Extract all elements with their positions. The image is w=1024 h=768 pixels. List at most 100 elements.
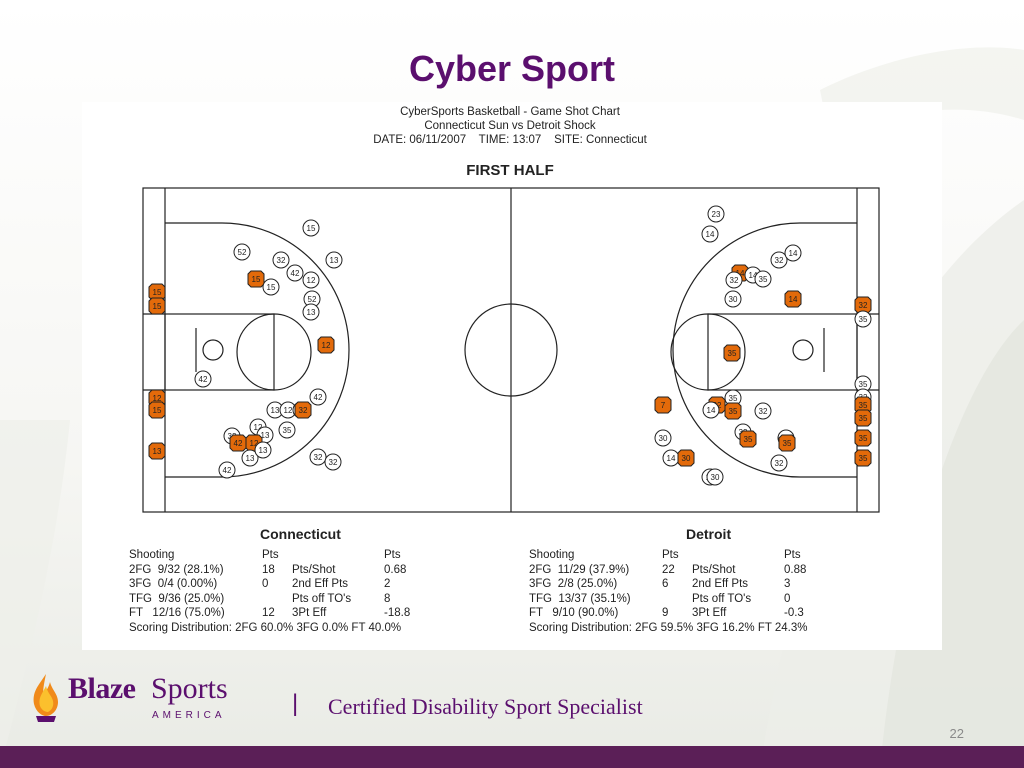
shot-marker-number: 14 [789,249,798,258]
shot-marker-left-12: 12 [317,336,335,354]
shot-marker-right-19: 35 [724,402,742,420]
shot-marker-shape [302,219,320,237]
shot-marker-right-7: 32 [725,271,743,289]
shot-marker-number: 35 [859,414,868,423]
shot-marker-left-20: 32 [294,401,312,419]
shot-marker-number: 15 [153,406,162,415]
detroit-stat-cell: 6 [662,578,669,590]
shot-marker-shape [286,264,304,282]
slide-title: Cyber Sport [408,48,616,89]
connecticut-stat-cell: 0 [262,578,269,590]
shot-marker-left-7: 15 [262,278,280,296]
shot-marker-shape [778,434,796,452]
shot-marker-number: 14 [706,230,715,239]
shot-marker-number: 30 [711,473,720,482]
detroit-stat-cell: 9 [662,607,669,619]
shot-marker-number: 32 [730,276,739,285]
chart-header-line3: DATE: 06/11/2007 TIME: 13:07 SITE: Conne… [373,134,647,146]
shot-marker-shape [784,244,802,262]
shot-marker-number: 35 [859,401,868,410]
shot-marker-shape [677,449,695,467]
shot-marker-shape [194,370,212,388]
shot-marker-shape [654,396,672,414]
shot-chart: CyberSports Basketball - Game Shot Chart… [142,106,880,513]
connecticut-stat-cell: Pts [384,549,401,561]
shot-marker-right-8: 30 [724,290,742,308]
shot-marker-right-31: 32 [770,454,788,472]
shot-marker-number: 7 [661,401,666,410]
shot-marker-number: 12 [307,276,316,285]
detroit-stat-cell: 0 [784,592,791,605]
left-hoop [202,339,224,361]
chart-header-line1: CyberSports Basketball - Game Shot Chart [400,106,621,118]
connecticut-stat-cell: Pts off TO's [292,592,352,605]
shot-marker-left-28: 13 [241,449,259,467]
connecticut-stat-cell: 0.68 [384,563,407,576]
shot-marker-number: 13 [259,446,268,455]
shot-marker-shape [218,461,236,479]
logo-text-blaze: Blaze [68,672,136,705]
connecticut-stat-cell: -18.8 [384,607,411,619]
shot-marker-shape [723,344,741,362]
shot-marker-number: 35 [783,439,792,448]
shot-marker-number: 13 [307,308,316,317]
shot-marker-right-14: 35 [724,389,742,407]
shot-marker-shape [309,388,327,406]
detroit-stat-cell: Pts/Shot [692,563,736,576]
shot-marker-number: 32 [759,407,768,416]
shot-marker-number: 30 [729,295,738,304]
shot-marker-number: 14 [667,454,676,463]
detroit-stat-cell: 3 [784,578,791,590]
shot-marker-shape [706,468,724,486]
shot-marker-right-22: 35 [854,409,872,427]
connecticut-stat-cell: Pts [262,549,279,561]
shot-marker-left-9: 13 [302,303,320,321]
shot-marker-right-0: 23 [707,205,725,223]
detroit-team-name: Detroit [686,526,732,542]
connecticut-stat-cell: 2nd Eff Pts [292,578,349,590]
shot-marker-right-26: 30 [654,429,672,447]
detroit-stat-cell: 3Pt Eff [692,607,727,619]
shot-marker-number: 35 [744,435,753,444]
shot-marker-shape [148,297,166,315]
right-hoop [792,339,814,361]
detroit-scoring-distribution: Scoring Distribution: 2FG 59.5% 3FG 16.2… [529,621,808,634]
shot-marker-number: 15 [307,224,316,233]
shot-marker-number: 30 [682,454,691,463]
connecticut-stat-cell: 3Pt Eff [292,607,327,619]
shot-marker-right-1: 14 [701,225,719,243]
detroit-stat-cell: 3FG 2/8 (25.0%) [529,578,618,590]
shot-marker-shape [317,336,335,354]
shot-marker-number: 12 [153,394,162,403]
shot-marker-shape [302,271,320,289]
flame-icon [33,674,58,722]
shot-marker-shape [724,290,742,308]
shot-marker-left-3: 13 [325,251,343,269]
footer-separator: | [292,690,299,717]
shot-marker-number: 12 [250,439,259,448]
shot-marker-right-16: 7 [654,396,672,414]
shot-marker-left-32: 42 [218,461,236,479]
shot-marker-right-32: 35 [854,449,872,467]
shot-marker-number: 13 [330,256,339,265]
detroit-stat-cell: TFG 13/37 (35.1%) [529,592,631,605]
shot-marker-shape [701,225,719,243]
shot-marker-number: 15 [252,275,261,284]
detroit-stat-cell: -0.3 [784,607,804,619]
shot-marker-shape [770,454,788,472]
connecticut-scoring-distribution: Scoring Distribution: 2FG 60.0% 3FG 0.0%… [129,621,402,634]
shot-marker-number: 42 [234,439,243,448]
shot-marker-shape [854,429,872,447]
shot-marker-shape [325,251,343,269]
shot-marker-number: 32 [329,458,338,467]
shot-marker-shape [278,421,296,439]
left-key [164,313,275,391]
shot-marker-left-6: 15 [247,270,265,288]
connecticut-stat-cell: Shooting [129,549,175,561]
shot-marker-shape [302,303,320,321]
blazesports-logo: Blaze Sports AMERICA [28,672,268,728]
shot-marker-left-29: 13 [254,441,272,459]
shot-marker-number: 32 [299,406,308,415]
center-circle [464,303,558,397]
shot-marker-left-26: 42 [229,434,247,452]
